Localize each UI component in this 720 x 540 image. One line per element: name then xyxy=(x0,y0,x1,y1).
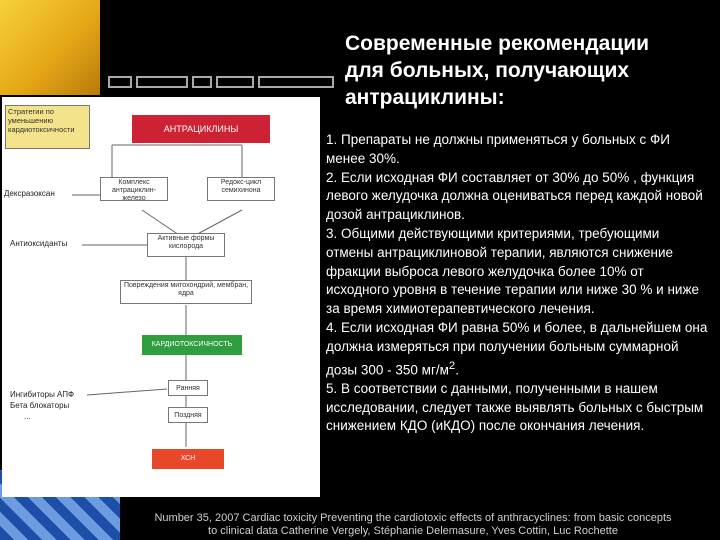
cardiotoxicity-diagram: Стратегии по уменьшению кардиотоксичност… xyxy=(2,97,320,497)
point-4-text: 4. Если исходная ФИ равна 50% и более, в… xyxy=(326,319,708,378)
damage-box: Повреждения митохондрий, мембран, ядра xyxy=(120,280,252,304)
title-line-1: Современные рекомендации xyxy=(345,32,650,55)
slide-title: Современные рекомендации для больных, по… xyxy=(345,30,715,111)
strategy-box: Стратегии по уменьшению кардиотоксичност… xyxy=(5,105,90,149)
dexrazoxane-label: Дексразоксан xyxy=(4,189,55,198)
point-4-tail: . xyxy=(455,362,459,378)
arrow-line xyxy=(141,209,183,238)
title-line-3: антрациклины: xyxy=(345,86,505,109)
citation-line-2: to clinical data Catherine Vergely, Stép… xyxy=(208,525,618,537)
early-box: Ранняя xyxy=(168,380,208,396)
beta-blockers-label: Бета блокаторы xyxy=(10,401,70,410)
point-2: 2. Если исходная ФИ составляет от 30% до… xyxy=(326,169,703,223)
citation: Number 35, 2007 Cardiac toxicity Prevent… xyxy=(118,512,708,538)
point-1: 1. Препараты не должны применяться у бол… xyxy=(326,132,670,166)
ace-inhibitors-label: Ингибиторы АПФ xyxy=(10,390,75,399)
point-4: 4. Если исходная ФИ равна 50% и более, в… xyxy=(326,319,710,380)
chf-box: ХСН xyxy=(152,449,224,469)
point-3: 3. Общими действующими критериями, требу… xyxy=(326,225,699,317)
ellipsis-label: ... xyxy=(24,412,31,421)
active-oxygen-box: Активные формы кислорода xyxy=(147,233,225,257)
complex-box: Комплекс антрациклин-железо xyxy=(100,177,168,202)
cardiotoxicity-box: КАРДИОТОКСИЧНОСТЬ xyxy=(142,335,242,355)
arrow-line xyxy=(191,209,243,238)
arrow-line xyxy=(86,388,168,396)
decor-bars xyxy=(108,76,338,88)
citation-line-1: Number 35, 2007 Cardiac toxicity Prevent… xyxy=(154,512,672,524)
diagram-arrows xyxy=(72,144,243,447)
recommendations-text: 1. Препараты не должны применяться у бол… xyxy=(326,131,710,436)
late-box: Поздняя xyxy=(168,407,208,423)
point-5: 5. В соответствии с данными, полученными… xyxy=(326,380,704,434)
point-4-superscript: 2 xyxy=(448,359,456,372)
decor-yellow-panel xyxy=(0,0,100,95)
title-line-2: для больных, получающих xyxy=(345,59,630,82)
redox-box: Редокс-цикл семихинона xyxy=(207,177,275,201)
anthracyclines-box: АНТРАЦИКЛИНЫ xyxy=(132,115,270,143)
antioxidants-label: Антиоксиданты xyxy=(10,239,68,248)
